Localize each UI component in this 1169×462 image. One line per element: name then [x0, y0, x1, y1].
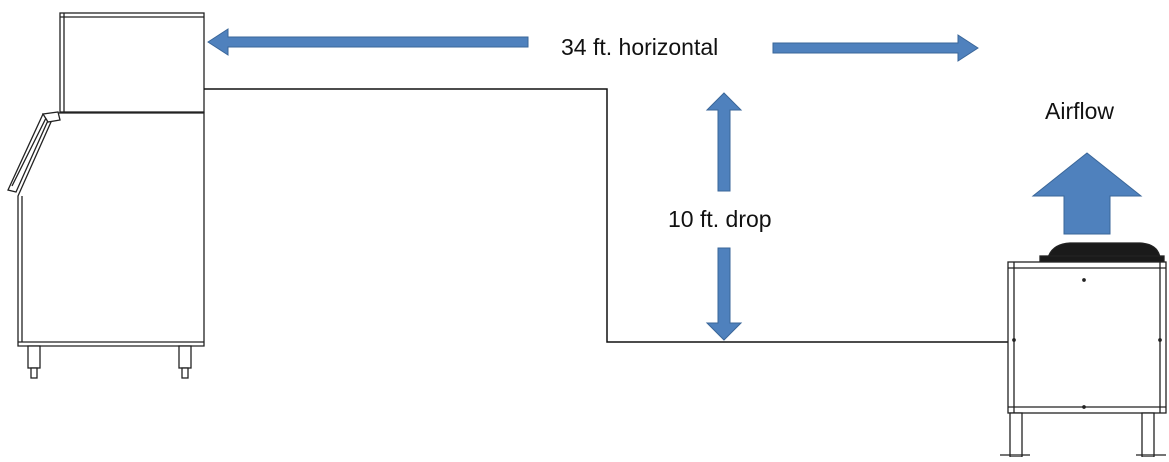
refrigerant-line — [204, 88, 1008, 343]
arrow-up — [705, 92, 743, 192]
airflow-label: Airflow — [1045, 98, 1115, 124]
vertical-drop-label: 10 ft. drop — [668, 206, 772, 232]
arrow-down — [705, 247, 743, 341]
arrow-right — [772, 34, 979, 62]
remote-condenser-icon — [1000, 242, 1167, 458]
ice-machine-icon — [7, 12, 205, 379]
horizontal-distance-label: 34 ft. horizontal — [561, 34, 719, 60]
airflow-arrow — [1031, 152, 1143, 235]
arrow-left — [207, 28, 529, 56]
